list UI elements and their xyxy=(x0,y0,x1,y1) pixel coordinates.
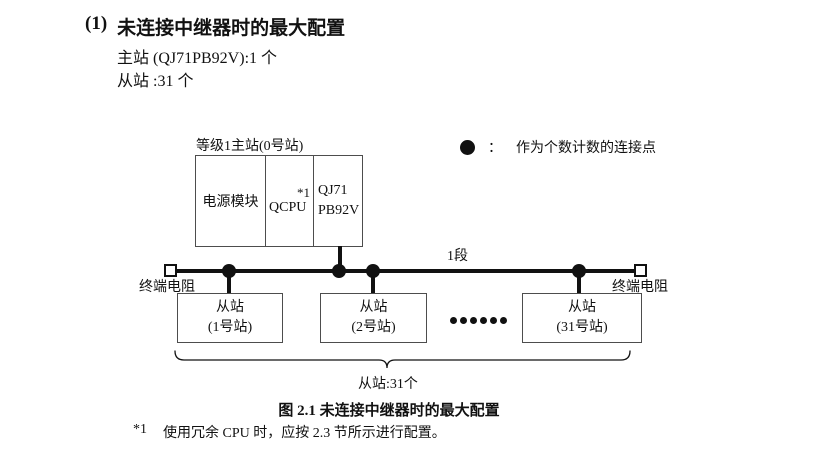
slave-station-1-box: 从站 (1号站) xyxy=(177,293,283,343)
cpu-module-label: QCPU xyxy=(269,200,307,216)
slave-title: 从站 xyxy=(359,299,388,315)
slave31-connector-line xyxy=(577,271,581,293)
footnote: *1 使用冗余 CPU 时，应按 2.3 节所示进行配置。 xyxy=(133,422,446,442)
section-heading: (1) 未连接中继器时的最大配置 xyxy=(85,13,345,40)
slave-station-number: (31号站) xyxy=(556,320,608,335)
omitted-slaves-ellipsis-icon xyxy=(450,317,507,324)
cpu-footnote-ref: *1 xyxy=(297,184,310,200)
cpu-module-cell: *1 QCPU xyxy=(266,156,314,246)
network-module-label-line2: PB92V xyxy=(318,203,360,218)
section-number: (1) xyxy=(85,13,108,34)
master-station-box: 电源模块 *1 QCPU QJ71 PB92V xyxy=(195,155,363,247)
terminating-resistor-left-label: 终端电阻 xyxy=(139,280,195,295)
segment-label: 1段 xyxy=(447,249,468,264)
slave-station-number: (1号站) xyxy=(207,320,253,335)
connection-point-dot-icon xyxy=(572,264,586,278)
slave-count-brace xyxy=(174,350,631,369)
slave2-connector-line xyxy=(371,271,375,293)
section-title: 未连接中继器时的最大配置 xyxy=(117,18,346,39)
footnote-marker: *1 xyxy=(133,422,147,437)
bus-line xyxy=(176,269,636,273)
legend-label: 作为个数计数的连接点 xyxy=(516,141,656,156)
slave-title: 从站 xyxy=(568,299,596,315)
power-module-label: 电源模块 xyxy=(202,195,259,210)
slave-station-2-box: 从站 (2号站) xyxy=(320,293,427,343)
legend-separator: ： xyxy=(488,141,502,156)
power-module-cell: 电源模块 xyxy=(196,156,266,246)
connection-point-dot-icon xyxy=(366,264,380,278)
slave1-connector-line xyxy=(227,271,231,293)
connection-point-dot-icon xyxy=(222,264,236,278)
slave-count-line: 从站 :31 个 xyxy=(117,73,194,90)
footnote-text: 使用冗余 CPU 时，应按 2.3 节所示进行配置。 xyxy=(163,426,446,441)
network-module-label-line1: QJ71 xyxy=(318,183,348,199)
figure-caption: 图 2.1 未连接中继器时的最大配置 xyxy=(278,403,500,419)
master-station-label: 等级1主站(0号站) xyxy=(196,139,304,154)
network-module-cell: QJ71 PB92V xyxy=(314,156,362,246)
connection-point-dot-icon xyxy=(460,139,475,155)
slave-title: 从站 xyxy=(216,299,244,315)
terminating-resistor-left-icon xyxy=(164,264,177,277)
slave-station-number: (2号站) xyxy=(351,320,396,335)
master-connector-line xyxy=(338,246,342,270)
legend: ： 作为个数计数的连接点 xyxy=(460,137,656,157)
terminating-resistor-right-label: 终端电阻 xyxy=(612,280,668,295)
slaves-total-label: 从站:31个 xyxy=(358,377,418,392)
connection-point-dot-icon xyxy=(332,264,346,278)
terminating-resistor-right-icon xyxy=(634,264,647,277)
master-count-line: 主站 (QJ71PB92V):1 个 xyxy=(117,50,278,67)
slave-station-31-box: 从站 (31号站) xyxy=(522,293,642,343)
